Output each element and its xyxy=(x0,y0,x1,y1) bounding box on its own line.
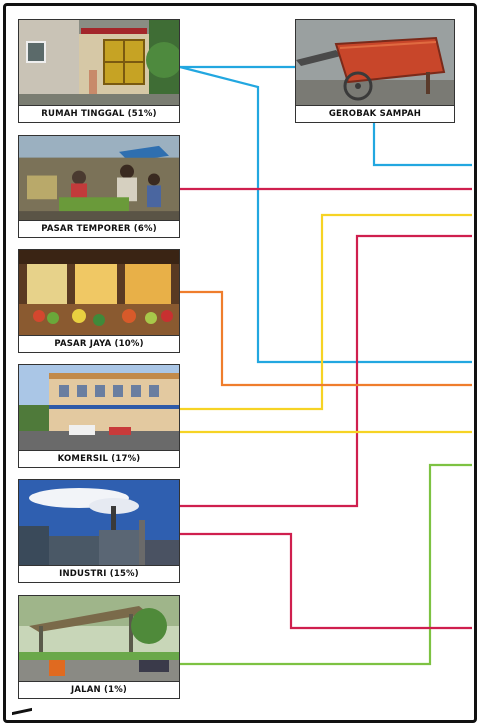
photo-rumah-tinggal xyxy=(19,20,179,106)
caption-jalan: JALAN (1%) xyxy=(19,681,179,698)
flow-line-pasar-jaya-orange xyxy=(180,290,472,387)
source-card-rumah-tinggal: RUMAH TINGGAL (51%) xyxy=(18,19,180,123)
caption-rumah-tinggal: RUMAH TINGGAL (51%) xyxy=(19,105,179,122)
photo-industri xyxy=(19,480,179,566)
caption-gerobak-sampah: GEROBAK SAMPAH xyxy=(296,105,454,122)
photo-pasar-temporer xyxy=(19,136,179,221)
photo-pasar-jaya xyxy=(19,250,179,336)
flow-line-rumah-blue xyxy=(179,65,472,364)
source-card-komersil: KOMERSIL (17%) xyxy=(18,364,180,468)
caption-industri: INDUSTRI (15%) xyxy=(19,565,179,582)
source-card-pasar-jaya: PASAR JAYA (10%) xyxy=(18,249,180,353)
source-card-jalan: JALAN (1%) xyxy=(18,595,180,699)
photo-gerobak-sampah xyxy=(296,20,454,106)
source-card-industri: INDUSTRI (15%) xyxy=(18,479,180,583)
photo-komersil xyxy=(19,365,179,451)
caption-pasar-temporer: PASAR TEMPORER (6%) xyxy=(19,220,179,237)
photo-jalan xyxy=(19,596,179,682)
flow-line-jalan-green xyxy=(180,463,472,666)
caption-pasar-jaya: PASAR JAYA (10%) xyxy=(19,335,179,352)
flow-line-gerobak-blue xyxy=(372,122,472,167)
flow-line-komersil-yellow-1 xyxy=(180,213,472,411)
destination-card-gerobak-sampah: GEROBAK SAMPAH xyxy=(295,19,455,123)
caption-komersil: KOMERSIL (17%) xyxy=(19,450,179,467)
flow-line-industri-red-1 xyxy=(180,234,472,508)
source-card-pasar-temporer: PASAR TEMPORER (6%) xyxy=(18,135,180,238)
flow-line-industri-red-2 xyxy=(180,532,472,630)
